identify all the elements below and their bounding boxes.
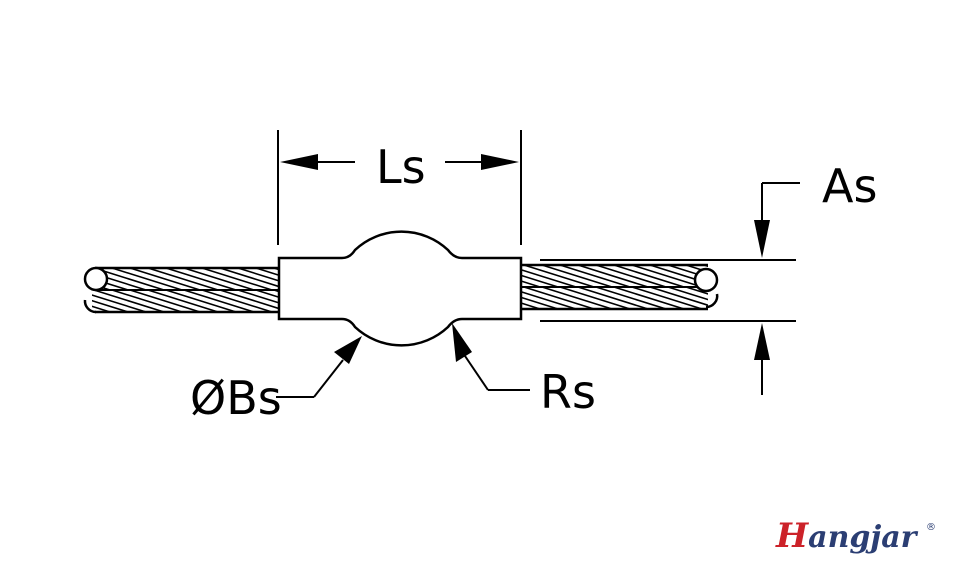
strand-line: [92, 289, 93, 290]
strand-line: [722, 287, 792, 309]
strand-line: [201, 267, 273, 291]
strand-line: [129, 289, 201, 313]
strand-line: [147, 267, 219, 291]
strand-line: [237, 289, 278, 304]
strand-line: [183, 267, 255, 291]
strand-line: [111, 289, 183, 313]
strand-line: [522, 274, 559, 288]
strand-line: [522, 302, 541, 310]
strand-line: [595, 264, 667, 288]
strand-line: [523, 264, 595, 288]
strand-line: [219, 267, 278, 288]
strand-line: [631, 264, 703, 288]
strand-line: [685, 264, 708, 273]
strand-line: [129, 267, 201, 291]
strand-line: [722, 265, 792, 287]
strand-line: [92, 311, 93, 312]
strand-line: [201, 289, 273, 313]
strand-line: [92, 272, 147, 291]
strand-line: [219, 289, 278, 310]
strand-line: [92, 305, 111, 313]
strand-line: [255, 267, 278, 276]
diameter-label: ØBs: [190, 371, 282, 425]
svg-text:Hangjar: Hangjar: [775, 516, 919, 556]
strand-line: [595, 286, 667, 310]
strand-line: [776, 287, 846, 309]
strand-line: [758, 287, 828, 309]
strand-line: [703, 286, 708, 290]
strand-line: [613, 286, 685, 310]
strand-line: [631, 286, 703, 310]
strand-line: [541, 264, 613, 288]
height-label: As: [822, 159, 877, 213]
strand-line: [183, 289, 255, 313]
strand-line: [559, 264, 631, 288]
strand-line: [667, 286, 708, 301]
strand-line: [93, 289, 165, 313]
strand-line: [541, 286, 613, 310]
strand-line: [92, 294, 147, 313]
strand-line: [613, 264, 685, 288]
strand-line: [92, 299, 129, 313]
strand-line: [237, 267, 278, 282]
logo-first-letter: H: [775, 516, 810, 556]
diameter-leader: [276, 336, 362, 398]
strand-line: [255, 289, 278, 298]
strand-line: [111, 267, 183, 291]
strand-line: [165, 267, 237, 291]
strand-line: [649, 264, 708, 285]
strand-line: [740, 265, 810, 287]
length-dimension: [277, 130, 522, 245]
registered-mark: ®: [926, 522, 936, 533]
strand-line: [522, 269, 577, 288]
strand-line: [523, 286, 595, 310]
strand-line: [740, 287, 810, 309]
strand-line: [776, 265, 846, 287]
strand-line: [577, 264, 649, 288]
strand-line: [649, 286, 708, 307]
strand-line: [577, 286, 649, 310]
strand-line: [522, 280, 541, 288]
strand-line: [522, 291, 577, 310]
logo-rest: angjar: [808, 520, 919, 555]
height-dimension: [540, 182, 800, 395]
strand-line: [559, 286, 631, 310]
strand-line: [147, 289, 219, 313]
wire-rope-left: [83, 266, 278, 314]
strand-line: [522, 296, 559, 310]
strand-line: [758, 265, 828, 287]
ferrule-body: [277, 230, 523, 347]
strand-line: [165, 289, 237, 313]
wire-rope-right: [522, 263, 846, 311]
length-label: Ls: [376, 140, 426, 194]
strand-line: [685, 286, 708, 295]
radius-label: Rs: [540, 365, 596, 419]
hangjar-logo: Hangjar ®: [775, 516, 936, 556]
radius-leader: [452, 323, 530, 391]
